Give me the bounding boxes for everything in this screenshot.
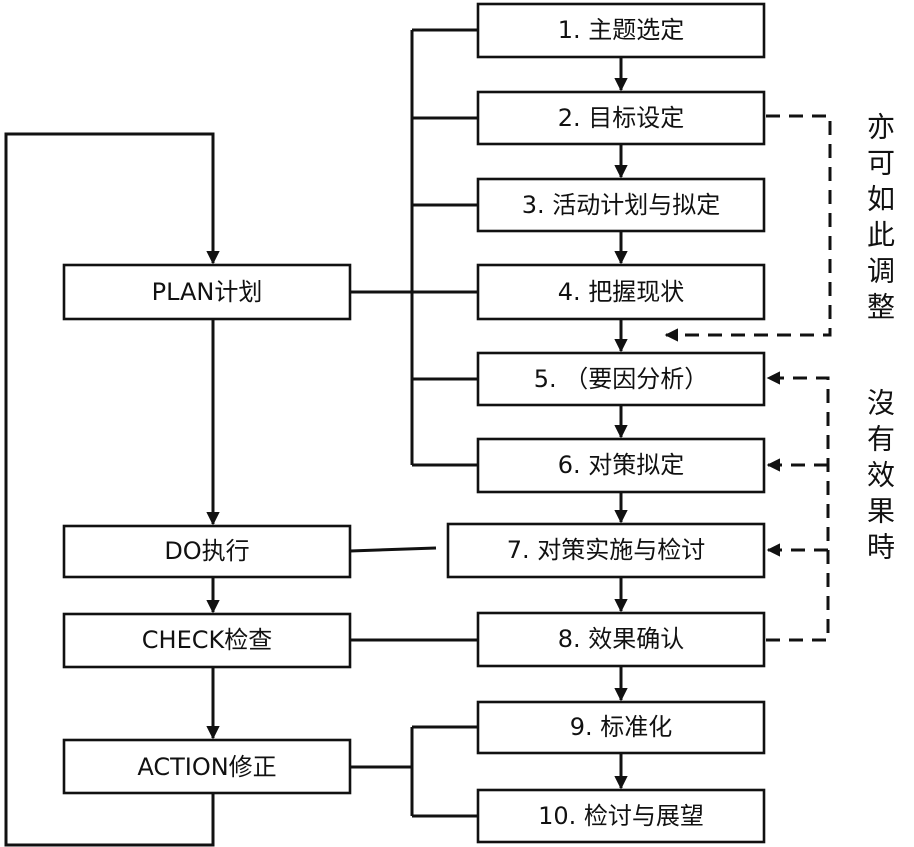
step-10-label: 10. 检讨与展望 bbox=[538, 802, 704, 830]
note-adjust-char: 此 bbox=[867, 219, 895, 252]
phase-do-box bbox=[62, 524, 352, 579]
note-adjust: 亦 可 如 此 调 整 bbox=[867, 111, 895, 324]
step-6-label: 6. 对策拟定 bbox=[558, 451, 685, 479]
note-adjust-char: 可 bbox=[867, 147, 895, 180]
step-4-label: 4. 把握现状 bbox=[558, 278, 685, 306]
phase-plan-label: PLAN计划 bbox=[152, 278, 263, 306]
note-no-effect-char: 沒 bbox=[867, 387, 895, 420]
step-10-box bbox=[476, 788, 766, 844]
phase-arrows bbox=[4, 132, 220, 847]
step-8-box bbox=[476, 611, 766, 668]
note-no-effect-char: 效 bbox=[867, 459, 895, 492]
phase-plan-box bbox=[62, 263, 352, 321]
step-7-label: 7. 对策实施与检讨 bbox=[507, 536, 706, 564]
step-2-label: 2. 目标设定 bbox=[558, 104, 685, 132]
note-no-effect-char: 時 bbox=[867, 531, 895, 564]
phase-do-label: DO执行 bbox=[164, 537, 249, 565]
note-adjust-char: 亦 bbox=[867, 111, 895, 144]
phase-check-label: CHECK检查 bbox=[142, 626, 272, 654]
phase-check-box bbox=[62, 612, 352, 669]
note-no-effect: 沒 有 效 果 時 bbox=[867, 387, 895, 564]
arrow-action-loop-back bbox=[4, 132, 220, 847]
step-1-label: 1. 主题选定 bbox=[558, 16, 685, 44]
phase-action-label: ACTION修正 bbox=[137, 753, 276, 781]
note-adjust-char: 整 bbox=[867, 291, 895, 324]
do-connector bbox=[349, 546, 437, 553]
connectors bbox=[349, 28, 478, 818]
step-column: 1. 主题选定 2. 目标设定 3. 活动计划与拟定 4. 把握现状 5. （要… bbox=[446, 2, 766, 844]
feedback-loops bbox=[664, 114, 832, 642]
note-adjust-char: 如 bbox=[867, 183, 895, 216]
step-5-label: 5. （要因分析） bbox=[534, 365, 709, 393]
adjust-loop bbox=[664, 114, 832, 342]
note-no-effect-char: 果 bbox=[867, 495, 895, 528]
step-9-label: 9. 标准化 bbox=[570, 713, 673, 741]
step-3-label: 3. 活动计划与拟定 bbox=[522, 191, 721, 219]
note-no-effect-char: 有 bbox=[867, 423, 895, 456]
phase-column: PLAN计划 DO执行 CHECK检查 ACTION修正 bbox=[62, 263, 352, 795]
no-effect-loop bbox=[766, 371, 830, 642]
step-7-box bbox=[446, 522, 766, 579]
step-8-label: 8. 效果确认 bbox=[558, 625, 685, 653]
note-adjust-char: 调 bbox=[867, 255, 895, 288]
